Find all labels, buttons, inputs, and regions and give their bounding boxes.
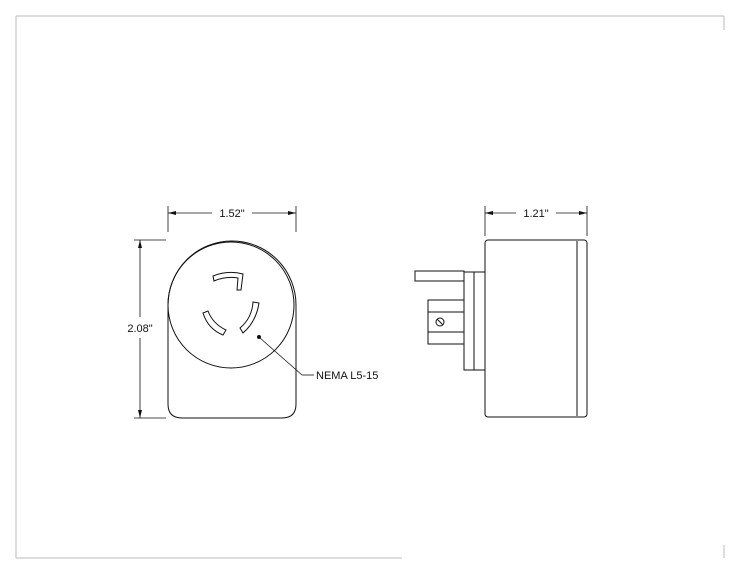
drawing-frame: [15, 15, 725, 559]
front-view: [167, 240, 297, 419]
receptacle-slot-right: [239, 301, 260, 334]
side-depth-label: 1.21": [523, 208, 548, 220]
side-body: [484, 239, 588, 418]
receptacle-slot-left: [202, 310, 227, 336]
callout-label: NEMA L5-15: [316, 370, 378, 382]
front-height-dimension: [134, 239, 166, 419]
callout-point: [257, 335, 261, 339]
plug-blade-bottom: [427, 299, 465, 345]
receptacle-face: [167, 241, 295, 369]
side-depth-dimension: [484, 206, 588, 236]
receptacle-slot-top: [212, 271, 244, 291]
front-height-label: 2.08": [127, 323, 152, 335]
plug-rivet: [435, 317, 445, 327]
front-width-label: 1.52": [219, 208, 244, 220]
plug-blade-top: [414, 270, 465, 282]
callout-leader: [259, 337, 314, 376]
front-width-dimension: [167, 206, 297, 232]
side-view: [414, 239, 588, 418]
front-body-outline: [167, 240, 297, 419]
